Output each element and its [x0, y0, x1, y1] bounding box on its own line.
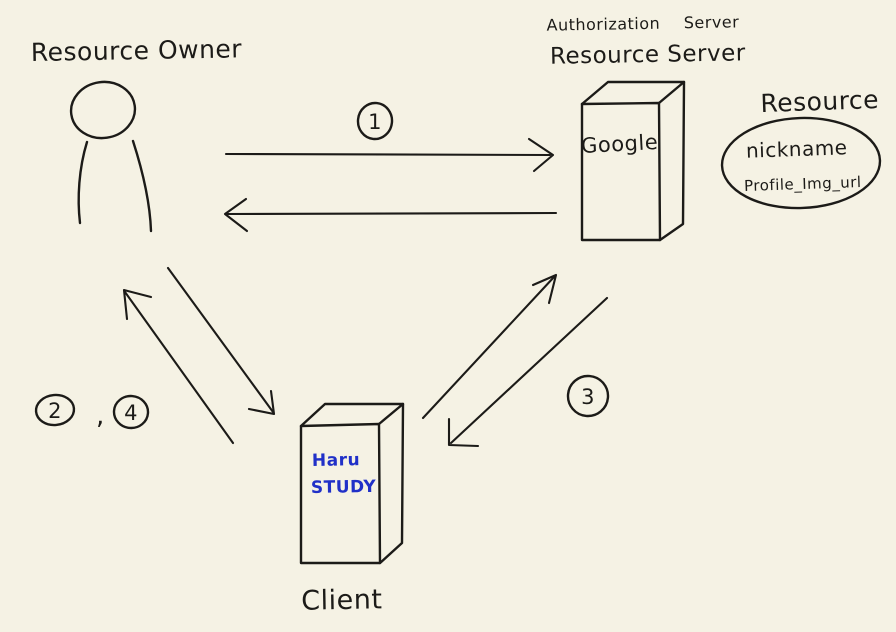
client-box-label-line2: STUDY	[311, 477, 377, 498]
step-4-number: 4	[124, 401, 138, 425]
step-4-badge: 4	[112, 394, 150, 430]
step-1-badge: 1	[356, 101, 394, 141]
resource-owner-label: Resource Owner	[31, 34, 243, 67]
authorization-server-label: Authorization Server	[546, 12, 739, 34]
arrow-server-to-client	[447, 296, 609, 448]
resource-field-profile-img-url: Profile_Img_url	[744, 173, 862, 196]
arrow-owner-to-client	[166, 266, 276, 416]
step-separator-comma: ,	[96, 401, 105, 431]
step-1-number: 1	[368, 110, 382, 134]
arrow-server-to-owner	[223, 197, 558, 233]
step-3-number: 3	[581, 385, 595, 409]
google-box-label: Google	[581, 130, 659, 158]
arrow-owner-to-server	[224, 137, 555, 173]
resource-field-nickname: nickname	[746, 135, 848, 163]
resource-ellipse	[720, 116, 882, 210]
step-3-badge: 3	[566, 374, 610, 418]
client-label: Client	[301, 584, 383, 616]
person-icon	[69, 80, 153, 233]
client-box-label-line1: Haru	[312, 450, 361, 471]
resource-server-label: Resource Server	[550, 40, 746, 69]
arrow-client-to-owner	[122, 288, 235, 445]
resource-label: Resource	[760, 85, 880, 118]
google-server-box	[580, 80, 686, 242]
step-2-number: 2	[48, 399, 62, 423]
client-box	[299, 402, 405, 565]
arrow-client-to-server	[421, 273, 558, 420]
step-2-badge: 2	[34, 393, 76, 427]
